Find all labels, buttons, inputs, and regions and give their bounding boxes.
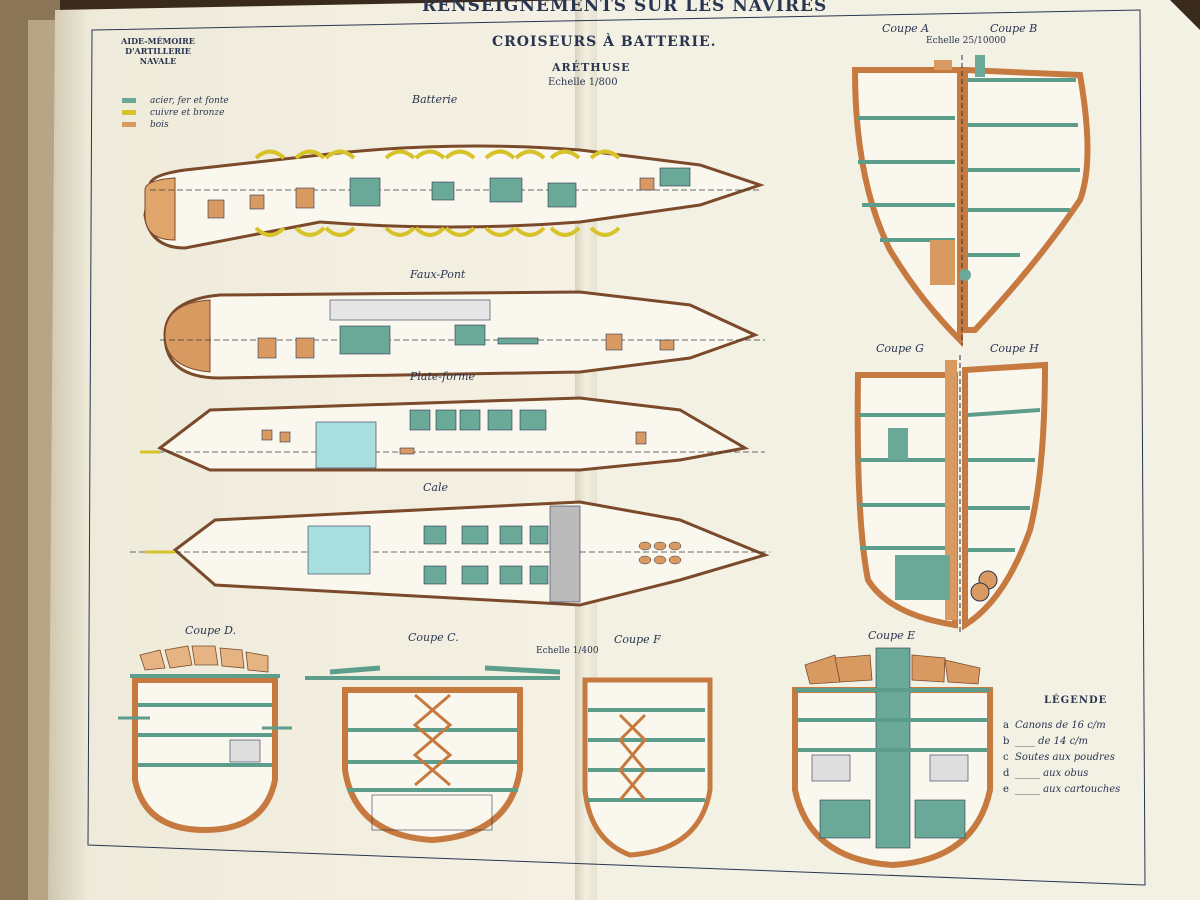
gun-arc	[414, 226, 446, 237]
gun-arc	[589, 226, 621, 237]
coupe-f-label: Coupe F	[614, 633, 661, 646]
key-swatch-steel	[122, 98, 136, 103]
key-swatch-wood	[122, 122, 136, 127]
legend-key: a	[1003, 720, 1009, 731]
gun-arc	[254, 149, 286, 160]
key-swatch-bronze	[122, 110, 136, 115]
legend-title: LÉGENDE	[1044, 695, 1108, 706]
deck-label-faux-pont: Faux-Pont	[410, 268, 466, 281]
aide-memoire-label: AIDE-MÉMOIRE D'ARTILLERIE NAVALE	[108, 36, 208, 66]
gun-arc	[294, 226, 326, 237]
gun-arc	[549, 149, 581, 160]
legend-key: d	[1003, 768, 1010, 779]
legend-text: Soutes aux poudres	[1015, 752, 1115, 763]
gun-arc	[484, 226, 516, 237]
key-label-wood: bois	[150, 120, 169, 130]
coupe-b-label: Coupe B	[990, 22, 1038, 35]
scale-plan: Echelle 1/800	[548, 77, 618, 88]
legend-text: ____ de 14 c/m	[1015, 736, 1089, 747]
gun-arc	[514, 226, 546, 237]
gun-arc	[384, 226, 416, 237]
key-label-steel: acier, fer et fonte	[150, 96, 229, 106]
coupe-h-label: Coupe H	[990, 342, 1039, 355]
legend-item-d: d _____ aux obus	[1003, 768, 1088, 779]
coupe-a-label: Coupe A	[882, 22, 930, 35]
plan-cale	[130, 500, 770, 607]
legend-text: _____ aux obus	[1015, 768, 1089, 779]
scale-sections-lower: Echelle 1/400	[536, 646, 599, 656]
gun-arc	[444, 226, 476, 237]
coupe-g-label: Coupe G	[876, 342, 924, 355]
gun-arc	[324, 149, 356, 160]
gun-arc	[324, 226, 356, 237]
section-heading: CROISEURS À BATTERIE.	[492, 34, 717, 50]
legend-item-b: b ____ de 14 c/m	[1003, 736, 1088, 747]
coupe-c-label: Coupe C.	[408, 631, 459, 644]
legend-text: Canons de 16 c/m	[1015, 720, 1106, 731]
gun-arc	[444, 149, 476, 160]
ship-name: ARÉTHUSE	[552, 61, 631, 74]
gun-arc	[549, 226, 581, 237]
scale-sections: Echelle 25/10000	[926, 36, 1006, 46]
gun-arc	[294, 149, 326, 160]
plate-frame	[87, 9, 1146, 886]
gun-arc	[384, 149, 416, 160]
gun-arc	[514, 149, 546, 160]
gun-arc	[484, 149, 516, 160]
section-coupe-f	[582, 677, 713, 858]
section-coupe-d	[118, 645, 292, 834]
plan-batterie	[143, 144, 765, 250]
plan-faux-pont	[160, 290, 765, 380]
coupe-e-label: Coupe E	[868, 629, 916, 642]
aide-line-1: AIDE-MÉMOIRE	[121, 36, 195, 46]
plate-title: RENSEIGNEMENTS SUR LES NAVIRES	[422, 0, 828, 16]
legend-key: c	[1003, 752, 1009, 763]
deck-label-batterie: Batterie	[412, 93, 458, 106]
legend-key: b	[1003, 736, 1010, 747]
legend-item-e: e _____ aux cartouches	[1003, 784, 1120, 795]
aide-line-2: D'ARTILLERIE NAVALE	[125, 46, 191, 66]
plan-plate-forme	[140, 396, 765, 472]
section-coupe-ab	[851, 55, 1091, 348]
gun-arc	[589, 149, 621, 160]
legend-key: e	[1003, 784, 1009, 795]
legend-item-a: a Canons de 16 c/m	[1003, 720, 1106, 731]
legend-text: _____ aux cartouches	[1015, 784, 1121, 795]
section-coupe-c	[305, 665, 561, 844]
section-coupe-gh	[854, 355, 1049, 635]
section-coupe-e	[792, 647, 993, 869]
key-label-bronze: cuivre et bronze	[150, 108, 225, 118]
coupe-d-label: Coupe D.	[185, 624, 237, 637]
gun-arc	[254, 226, 286, 237]
gun-arc	[414, 149, 446, 160]
deck-label-plate-forme: Plate-forme	[410, 370, 476, 383]
legend-item-c: c Soutes aux poudres	[1003, 752, 1115, 763]
deck-label-cale: Cale	[423, 481, 449, 494]
